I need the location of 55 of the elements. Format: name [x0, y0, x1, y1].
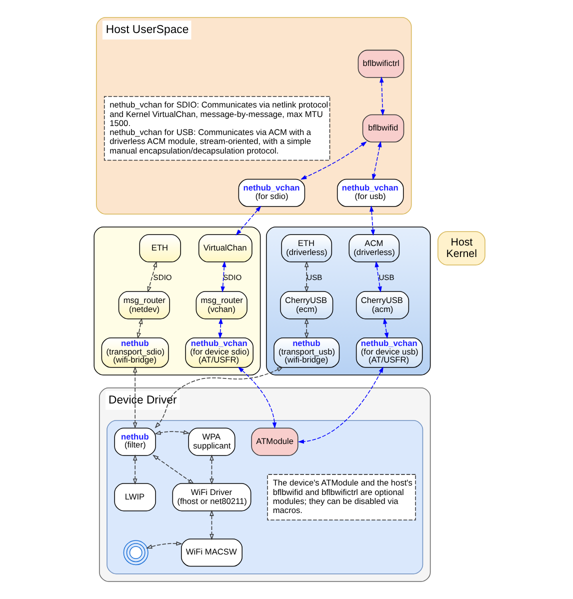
arrow [298, 366, 384, 444]
edge-label: USB [378, 273, 394, 282]
cluster [266, 226, 431, 376]
edge-label: USB [306, 273, 322, 282]
node-box: bflbwifid [362, 114, 404, 142]
node-box: msg_router (vchan) [196, 291, 248, 320]
arrow [146, 541, 182, 549]
arrow [236, 206, 262, 236]
arrow [304, 261, 309, 293]
arrow [370, 206, 376, 236]
arrow [210, 454, 214, 485]
arrow [383, 318, 389, 339]
node-box: WPA supplicant [188, 428, 236, 456]
node-box: nethub_vchan (for device usb) (AT/USFR) [356, 337, 423, 368]
node-box: nethub_vchan for SDIO: Communicates via netlink protocol and Kernel VirtualChan, message-by-message, max MTU 1500. nethub_vchan for USB: Communicates via ACM with a driverless ACM module, stream-oriented, with a simple manual encapsulation/decapsulation protocol. [104, 96, 330, 161]
arrow [210, 510, 214, 540]
node-box: Host Kernel [438, 231, 486, 266]
node-box: The device's ATModule and the host's bflbwifid and bflbwifictrl are optional modules; they can be disabled via macros. [267, 474, 416, 520]
arrow [136, 318, 143, 339]
arrow [154, 430, 190, 435]
node-box: nethub_vchan (for sdio) [238, 178, 306, 207]
node-box: ETH (driverless) [281, 234, 332, 262]
node-picture [123, 540, 148, 566]
node-box: WiFi MACSW [181, 538, 242, 567]
node-box: ATModule [251, 428, 298, 456]
node-box: LWIP [114, 483, 156, 512]
arrow [154, 366, 284, 428]
arrow [218, 318, 223, 339]
edge-label: SDIO [223, 273, 242, 282]
arrow [238, 366, 277, 429]
edge-label: SDIO [153, 273, 172, 282]
node-box: nethub (filter) [114, 428, 156, 456]
arrow [132, 366, 138, 429]
node-box: nethub (transport_sdio) (wifi-bridge) [101, 337, 169, 368]
node-box: bflbwifictrl [358, 50, 404, 78]
node-box: nethub_vchan (for usb) [336, 178, 404, 207]
node-box: msg_router (netdev) [118, 291, 170, 320]
node-box: ETH [139, 234, 181, 262]
arrow [132, 454, 138, 485]
arrow [380, 76, 385, 116]
arrow [304, 318, 309, 339]
node-box: CherryUSB (acm) [356, 291, 410, 320]
node-box: nethub_vchan (for device sdio) (AT/USFR) [185, 337, 254, 368]
node-box: CherryUSB (ecm) [280, 291, 334, 320]
cluster [94, 226, 261, 376]
arrow [374, 261, 382, 293]
node-box: ACM (driverless) [348, 234, 400, 262]
arrow [152, 454, 194, 484]
node-box: VirtualChan [198, 234, 252, 262]
node-box: nethub (transport_usb) (wifi-bridge) [274, 337, 340, 368]
node-box: WiFi Driver (fhost or net80211) [172, 483, 252, 512]
arrow [300, 141, 367, 180]
arrow [147, 261, 158, 292]
arrow [220, 261, 226, 293]
arrow [372, 141, 382, 180]
